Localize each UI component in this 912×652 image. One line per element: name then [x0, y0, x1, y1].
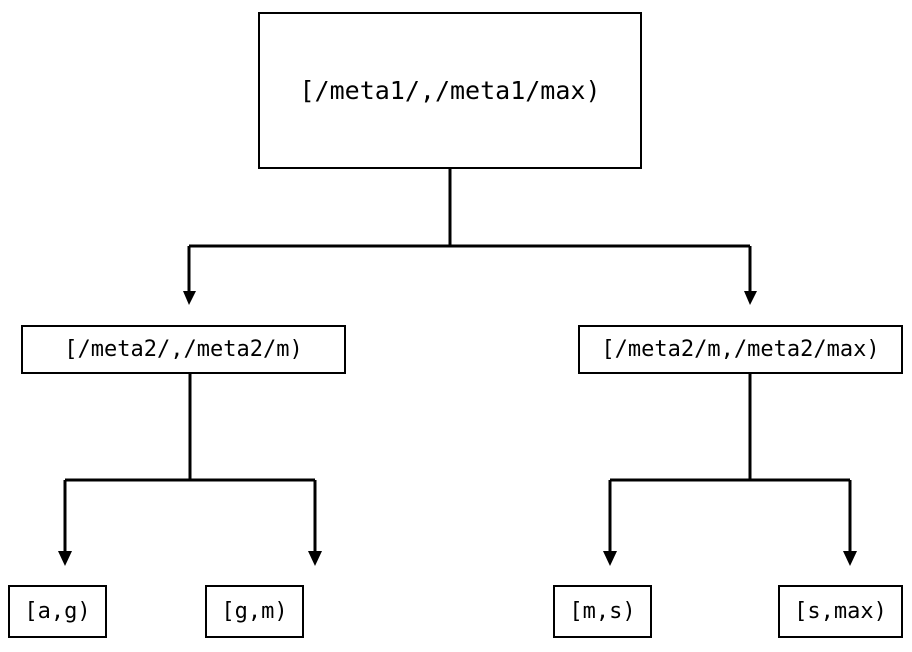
node-mid-left-label: [/meta2/,/meta2/m): [64, 336, 303, 362]
arrowhead-to-leaf-1: [58, 551, 72, 566]
node-leaf-4-label: [s,max): [794, 598, 887, 624]
node-leaf-3[interactable]: [m,s): [553, 585, 652, 638]
arrowhead-to-leaf-4: [843, 551, 857, 566]
arrowhead-to-leaf-2: [308, 551, 322, 566]
node-leaf-1-label: [a,g): [24, 598, 91, 624]
node-root-label: [/meta1/,/meta1/max): [299, 76, 601, 105]
arrowhead-to-leaf-3: [603, 551, 617, 566]
node-leaf-2-label: [g,m): [221, 598, 288, 624]
node-root[interactable]: [/meta1/,/meta1/max): [258, 12, 642, 169]
node-leaf-4[interactable]: [s,max): [778, 585, 903, 638]
node-leaf-2[interactable]: [g,m): [205, 585, 304, 638]
arrowhead-to-mid-left: [183, 291, 196, 305]
node-mid-right[interactable]: [/meta2/m,/meta2/max): [578, 325, 903, 374]
node-mid-left[interactable]: [/meta2/,/meta2/m): [21, 325, 346, 374]
node-mid-right-label: [/meta2/m,/meta2/max): [601, 336, 880, 362]
arrowhead-to-mid-right: [744, 291, 757, 305]
node-leaf-1[interactable]: [a,g): [8, 585, 107, 638]
node-leaf-3-label: [m,s): [569, 598, 636, 624]
